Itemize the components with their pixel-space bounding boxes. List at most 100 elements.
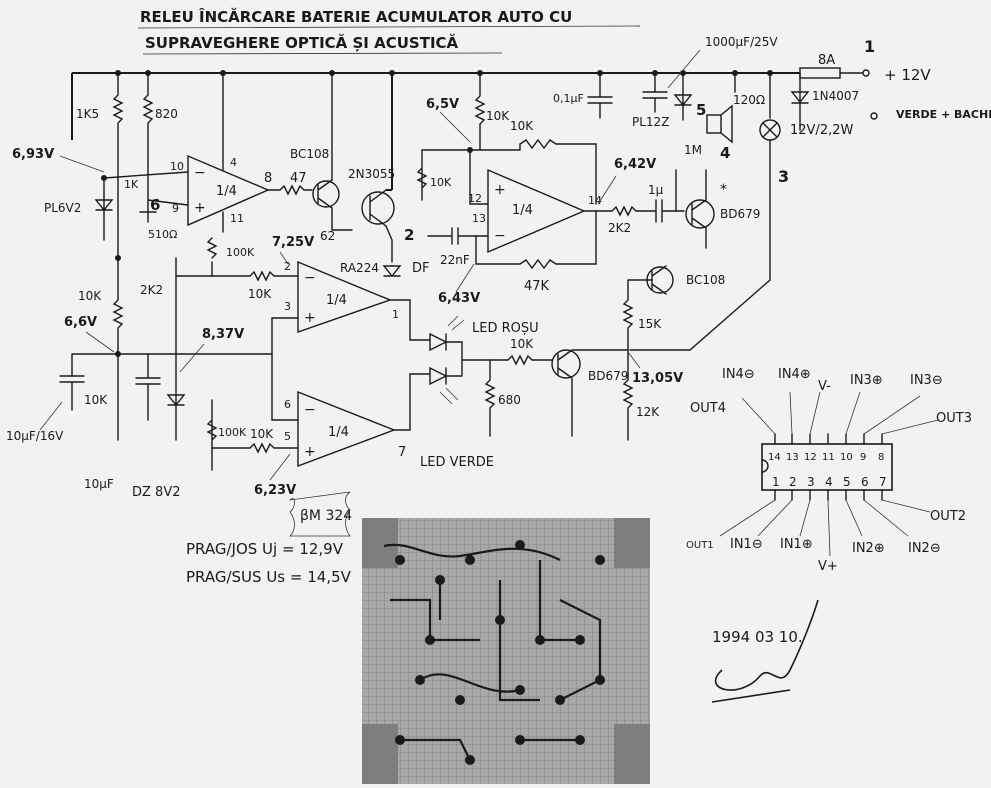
mark-5: 5 bbox=[696, 101, 706, 119]
cap-0-1uf: 0,1µF bbox=[553, 92, 584, 105]
v-8-37: 8,37V bbox=[202, 327, 244, 342]
pin-in4-minus: IN4⊖ bbox=[722, 367, 755, 382]
pin-in3-plus: IN3⊕ bbox=[850, 373, 883, 388]
pin-in4-plus: IN4⊕ bbox=[778, 367, 811, 382]
pin-num-top-4: 10 bbox=[840, 452, 853, 463]
bd679-b: BD679 bbox=[588, 369, 628, 383]
v-6-5: 6,5V bbox=[426, 97, 459, 112]
opamp-u1b bbox=[297, 260, 392, 333]
transistor-bd679-b bbox=[551, 349, 581, 379]
r-47k: 47K bbox=[524, 279, 550, 294]
r-2k2-b: 2K2 bbox=[140, 283, 163, 297]
verde-bachen: VERDE + BACHEN bbox=[896, 108, 991, 121]
r-47: 47 bbox=[290, 171, 307, 186]
pin-num-bot-3: 4 bbox=[825, 475, 833, 489]
pin-num-top-3: 11 bbox=[822, 452, 835, 463]
v-6-23: 6,23V bbox=[254, 483, 296, 498]
opamp3-minus: − bbox=[304, 402, 316, 418]
cap-22nf: 22nF bbox=[440, 253, 470, 267]
diode-1n4007: 1N4007 bbox=[812, 89, 859, 103]
pin-v-plus: V+ bbox=[818, 559, 838, 574]
title-line-1: RELEU ÎNCĂRCARE BATERIE ACUMULATOR AUTO … bbox=[140, 7, 572, 26]
v-13-05: 13,05V bbox=[632, 371, 683, 386]
v-7-25: 7,25V bbox=[272, 235, 314, 250]
r-1k5: 1K5 bbox=[76, 107, 99, 121]
opamp4-quarter: 1/4 bbox=[512, 203, 533, 218]
v-6-93: 6,93V bbox=[12, 147, 54, 162]
date: 1994 03 10. bbox=[712, 628, 803, 646]
pin-num-bot-0: 1 bbox=[772, 475, 780, 489]
pin-3: 3 bbox=[284, 300, 291, 313]
pin-8: 8 bbox=[264, 171, 272, 186]
transistor-bc108-a bbox=[312, 180, 340, 208]
pl6v2: PL6V2 bbox=[44, 201, 81, 215]
pcb-layout bbox=[362, 518, 650, 784]
opamp4-minus: − bbox=[494, 228, 506, 244]
pin-num-bot-1: 2 bbox=[789, 475, 797, 489]
r-10k-f: 10K bbox=[78, 289, 102, 303]
opamp-u1c bbox=[297, 390, 396, 468]
pin-1: 1 bbox=[392, 308, 399, 321]
mark-1: 1 bbox=[864, 37, 875, 56]
pin-in2-plus: IN2⊕ bbox=[852, 541, 885, 556]
r-10k-d: 10K bbox=[248, 287, 272, 301]
lamp-label: 12V/2,2W bbox=[790, 123, 853, 138]
opamp-u1a bbox=[187, 154, 270, 227]
led-verde: LED VERDE bbox=[420, 455, 494, 470]
mark-4: 4 bbox=[720, 144, 730, 162]
star-mark: * bbox=[720, 182, 727, 198]
pin-10: 10 bbox=[170, 160, 184, 173]
r-510: 510Ω bbox=[148, 228, 177, 241]
opamp3-quarter: 1/4 bbox=[328, 425, 349, 440]
v-6-43: 6,43V bbox=[438, 291, 480, 306]
signature-icon bbox=[711, 599, 819, 703]
pin-num-bot-4: 5 bbox=[843, 475, 851, 489]
r-1m-a: 1M bbox=[684, 143, 702, 157]
r-100k-b: 100K bbox=[218, 426, 247, 439]
cap-1u: 1µ bbox=[648, 183, 664, 197]
opamp2-minus: − bbox=[304, 270, 316, 286]
plus-12v: + 12V bbox=[884, 66, 931, 84]
bc108-b: BC108 bbox=[686, 273, 725, 287]
r-10k-g: 10K bbox=[84, 393, 108, 407]
r-10k-e: 10K bbox=[250, 427, 274, 441]
chip-name: βM 324 bbox=[300, 508, 352, 524]
pin-6: 6 bbox=[284, 398, 291, 411]
pin-out2: OUT2 bbox=[930, 509, 966, 524]
r-10k-c: 10K bbox=[430, 176, 452, 189]
transistor-bd679-a bbox=[685, 199, 715, 229]
pin-13: 13 bbox=[472, 212, 486, 225]
r-10k-a: 10K bbox=[486, 109, 510, 123]
threshold-high: PRAG/SUS Us = 14,5V bbox=[186, 568, 352, 586]
r-62: 62 bbox=[320, 229, 335, 243]
pin-num-top-1: 13 bbox=[786, 452, 799, 463]
pin-in3-minus: IN3⊖ bbox=[910, 373, 943, 388]
opamp1-minus: − bbox=[194, 165, 206, 181]
pin-out1: OUT1 bbox=[686, 540, 714, 551]
opamp2-plus: + bbox=[304, 310, 316, 326]
title-line-2: SUPRAVEGHERE OPTICĂ ȘI ACUSTICĂ bbox=[145, 33, 459, 52]
r-15k: 15K bbox=[638, 317, 662, 331]
pin-num-top-5: 9 bbox=[860, 452, 866, 463]
r-1k: 1K bbox=[124, 178, 139, 191]
r-2k2: 2K2 bbox=[608, 221, 631, 235]
opamp3-plus: + bbox=[304, 444, 316, 460]
opamp1-quarter: 1/4 bbox=[216, 184, 237, 199]
pin-in2-minus: IN2⊖ bbox=[908, 541, 941, 556]
r-10k-b: 10K bbox=[510, 119, 534, 133]
pin-num-top-6: 8 bbox=[878, 452, 884, 463]
t-2n3055: 2N3055 bbox=[348, 167, 395, 181]
opamp-u1d bbox=[487, 168, 586, 254]
bd679-a: BD679 bbox=[720, 207, 760, 221]
pin-num-top-0: 14 bbox=[768, 452, 781, 463]
pin-num-bot-6: 7 bbox=[879, 475, 887, 489]
mark-6: 6 bbox=[150, 196, 160, 214]
r-10k-red: 10K bbox=[510, 337, 534, 351]
pin-4: 4 bbox=[230, 156, 237, 169]
v-6-42: 6,42V bbox=[614, 157, 656, 172]
pin-v-minus: V- bbox=[818, 379, 831, 394]
zener-pl12z: PL12Z bbox=[632, 115, 669, 129]
pin-2: 2 bbox=[284, 260, 291, 273]
mark-2: 2 bbox=[404, 226, 414, 244]
